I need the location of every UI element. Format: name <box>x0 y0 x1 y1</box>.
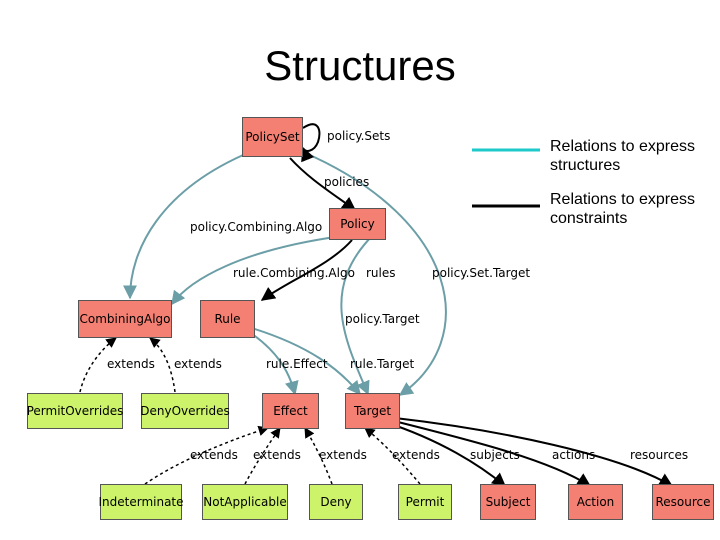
edge-rule-combining-algo <box>171 235 343 306</box>
edge-policy-sets <box>301 123 321 163</box>
node-rule: Rule <box>200 300 255 338</box>
edge-policy-set-target <box>302 151 447 396</box>
node-target: Target <box>345 393 400 429</box>
label-policy-sets: policy.Sets <box>327 129 391 143</box>
label-rule-combining-algo: rule.Combining.Algo <box>233 266 355 280</box>
label-rules: rules <box>366 266 396 280</box>
edge-extends-deny-overrides <box>149 337 176 393</box>
node-effect: Effect <box>262 393 319 429</box>
node-permit-overrides: PermitOverrides <box>27 393 123 429</box>
node-not-applicable: NotApplicable <box>202 484 288 520</box>
edge-extends-permit-overrides <box>79 337 117 393</box>
edge-actions <box>389 419 592 487</box>
label-rule-effect: rule.Effect <box>266 357 328 371</box>
label-rule-target: rule.Target <box>350 357 415 371</box>
label-extends-deny-overrides: extends <box>174 357 222 371</box>
edge-extends-permit <box>364 427 421 485</box>
label-resources: resources <box>630 448 689 462</box>
node-combining-algo: CombiningAlgo <box>78 300 172 338</box>
label-subjects: subjects <box>470 448 520 462</box>
edge-rule-target <box>244 325 361 396</box>
edge-policies <box>289 157 357 211</box>
edge-extends-indeterminate <box>144 425 270 485</box>
edge-resources <box>394 417 674 487</box>
edge-policy-target <box>340 235 373 396</box>
edge-rules <box>260 239 353 301</box>
edge-extends-deny <box>304 427 333 485</box>
label-policy-combining-algo: policy.Combining.Algo <box>190 220 323 234</box>
label-actions: actions <box>552 448 596 462</box>
legend-constraints-text: Relations to express constraints <box>550 191 695 227</box>
node-action: Action <box>568 484 623 520</box>
label-policy-target: policy.Target <box>345 312 420 326</box>
node-deny-overrides: DenyOverrides <box>140 393 230 429</box>
label-extends-indeterminate: extends <box>190 448 238 462</box>
node-policy-set: PolicySet <box>242 117 303 157</box>
label-extends-not-applicable: extends <box>253 448 301 462</box>
label-extends-deny: extends <box>319 448 367 462</box>
label-policy-set-target: policy.Set.Target <box>432 266 531 280</box>
node-resource: Resource <box>652 484 714 520</box>
node-permit: Permit <box>398 484 452 520</box>
edge-extends-not-applicable <box>244 427 281 485</box>
edge-policy-combining-algo <box>123 151 251 300</box>
edge-subjects <box>384 421 507 487</box>
label-policies: policies <box>324 175 370 189</box>
label-extends-permit: extends <box>392 448 440 462</box>
label-extends-permit-overrides: extends <box>107 357 155 371</box>
node-subject: Subject <box>480 484 536 520</box>
slide-title: Structures <box>264 42 456 89</box>
node-deny: Deny <box>309 484 363 520</box>
node-policy: Policy <box>329 208 386 240</box>
node-indeterminate: Indeterminate <box>98 484 184 520</box>
legend-structures-text: Relations to express structures <box>550 138 695 174</box>
